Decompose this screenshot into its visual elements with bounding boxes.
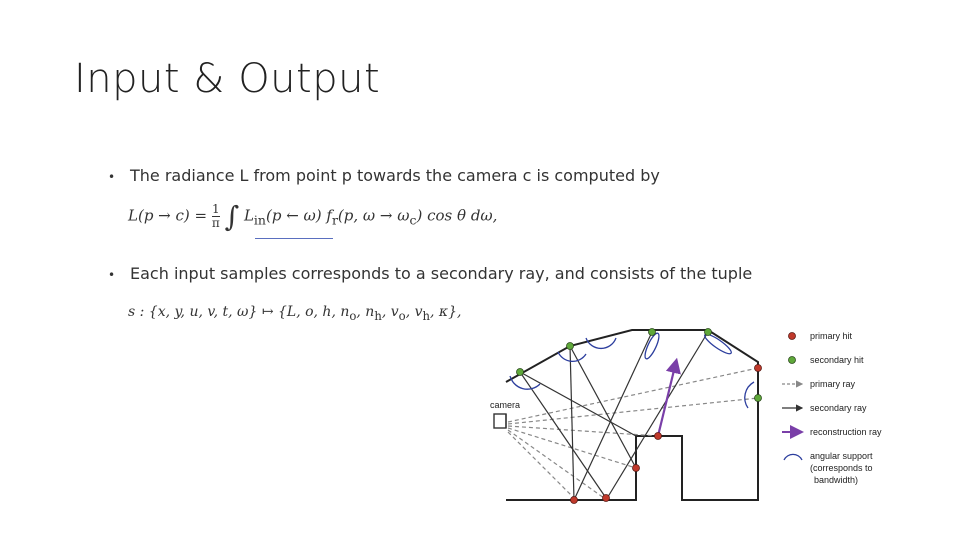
eq-rhs2: (p ← ω) f: [265, 206, 332, 225]
angular-supports: [509, 332, 755, 409]
eq-rhs: L: [243, 206, 254, 225]
slide-title: Input & Output: [74, 56, 381, 102]
bullet-dot: •: [108, 268, 116, 282]
eq-frac-den: π: [211, 216, 220, 230]
eq-integral: ∫: [224, 200, 240, 233]
legend-secondary-ray: secondary ray: [810, 403, 867, 413]
eq-rhs4: ) cos θ dω,: [416, 206, 498, 225]
camera-icon: [493, 413, 507, 429]
legend-angular-support: angular support: [810, 451, 873, 461]
eq-lhs: L(p → c) =: [128, 206, 208, 225]
eq2-sub2: h: [374, 308, 382, 323]
primary-hits: [570, 364, 762, 504]
legend-secondary-hit: secondary hit: [810, 355, 864, 365]
legend-primary-hit-icon: [788, 332, 796, 340]
bullet-text: Each input samples corresponds to a seco…: [130, 264, 753, 283]
eq-rhs-sub: in: [253, 212, 266, 228]
legend-angular-support-icon: [783, 453, 803, 461]
tuple-equation: s : {x, y, u, v, t, ω} ↦ {L, o, h, no, n…: [128, 304, 461, 323]
legend-reconstruction-ray: reconstruction ray: [810, 427, 882, 437]
eq2-mid3: , v: [405, 304, 423, 320]
eq2-mid2: , v: [381, 304, 399, 320]
legend-primary-ray: primary ray: [810, 379, 856, 389]
eq-frac-num: 1: [211, 202, 220, 217]
eq-rhs2-sub: r: [331, 212, 338, 228]
eq2-text: s : {x, y, u, v, t, ω} ↦ {L, o, h, n: [128, 304, 350, 320]
bullet-radiance: • The radiance L from point p towards th…: [108, 166, 660, 185]
eq-rhs3-sub: c: [409, 212, 417, 228]
ray-diagram: camera primary hit secondary hit primary…: [490, 328, 882, 504]
secondary-rays: [519, 331, 709, 501]
eq2-sub4: h: [422, 308, 431, 323]
eq-fraction: 1 π: [211, 202, 220, 230]
bullet-samples: • Each input samples corresponds to a se…: [108, 264, 752, 283]
legend-angular-support-3: bandwidth): [814, 475, 858, 485]
reconstruction-ray: [656, 357, 681, 437]
eq2-mid1: , n: [356, 304, 375, 320]
secondary-hits: [516, 328, 762, 402]
eq2-end: , κ},: [430, 304, 462, 320]
legend-secondary-hit-icon: [788, 356, 796, 364]
legend: primary hit secondary hit primary ray se…: [782, 331, 882, 485]
scene-geometry: [505, 329, 759, 501]
primary-rays: [507, 367, 759, 499]
eq-underline: [255, 238, 333, 239]
bullet-text: The radiance L from point p towards the …: [130, 166, 660, 185]
legend-angular-support-2: (corresponds to: [810, 463, 873, 473]
radiance-equation: L(p → c) = 1 π ∫ Lin(p ← ω) fr(p, ω → ωc…: [128, 200, 497, 233]
camera-label: camera: [490, 400, 520, 410]
bullet-dot: •: [108, 170, 116, 184]
eq2-sub3: o: [398, 308, 406, 323]
eq2-sub1: o: [349, 308, 357, 323]
legend-primary-hit: primary hit: [810, 331, 853, 341]
eq-rhs3: (p, ω → ω: [337, 206, 410, 225]
